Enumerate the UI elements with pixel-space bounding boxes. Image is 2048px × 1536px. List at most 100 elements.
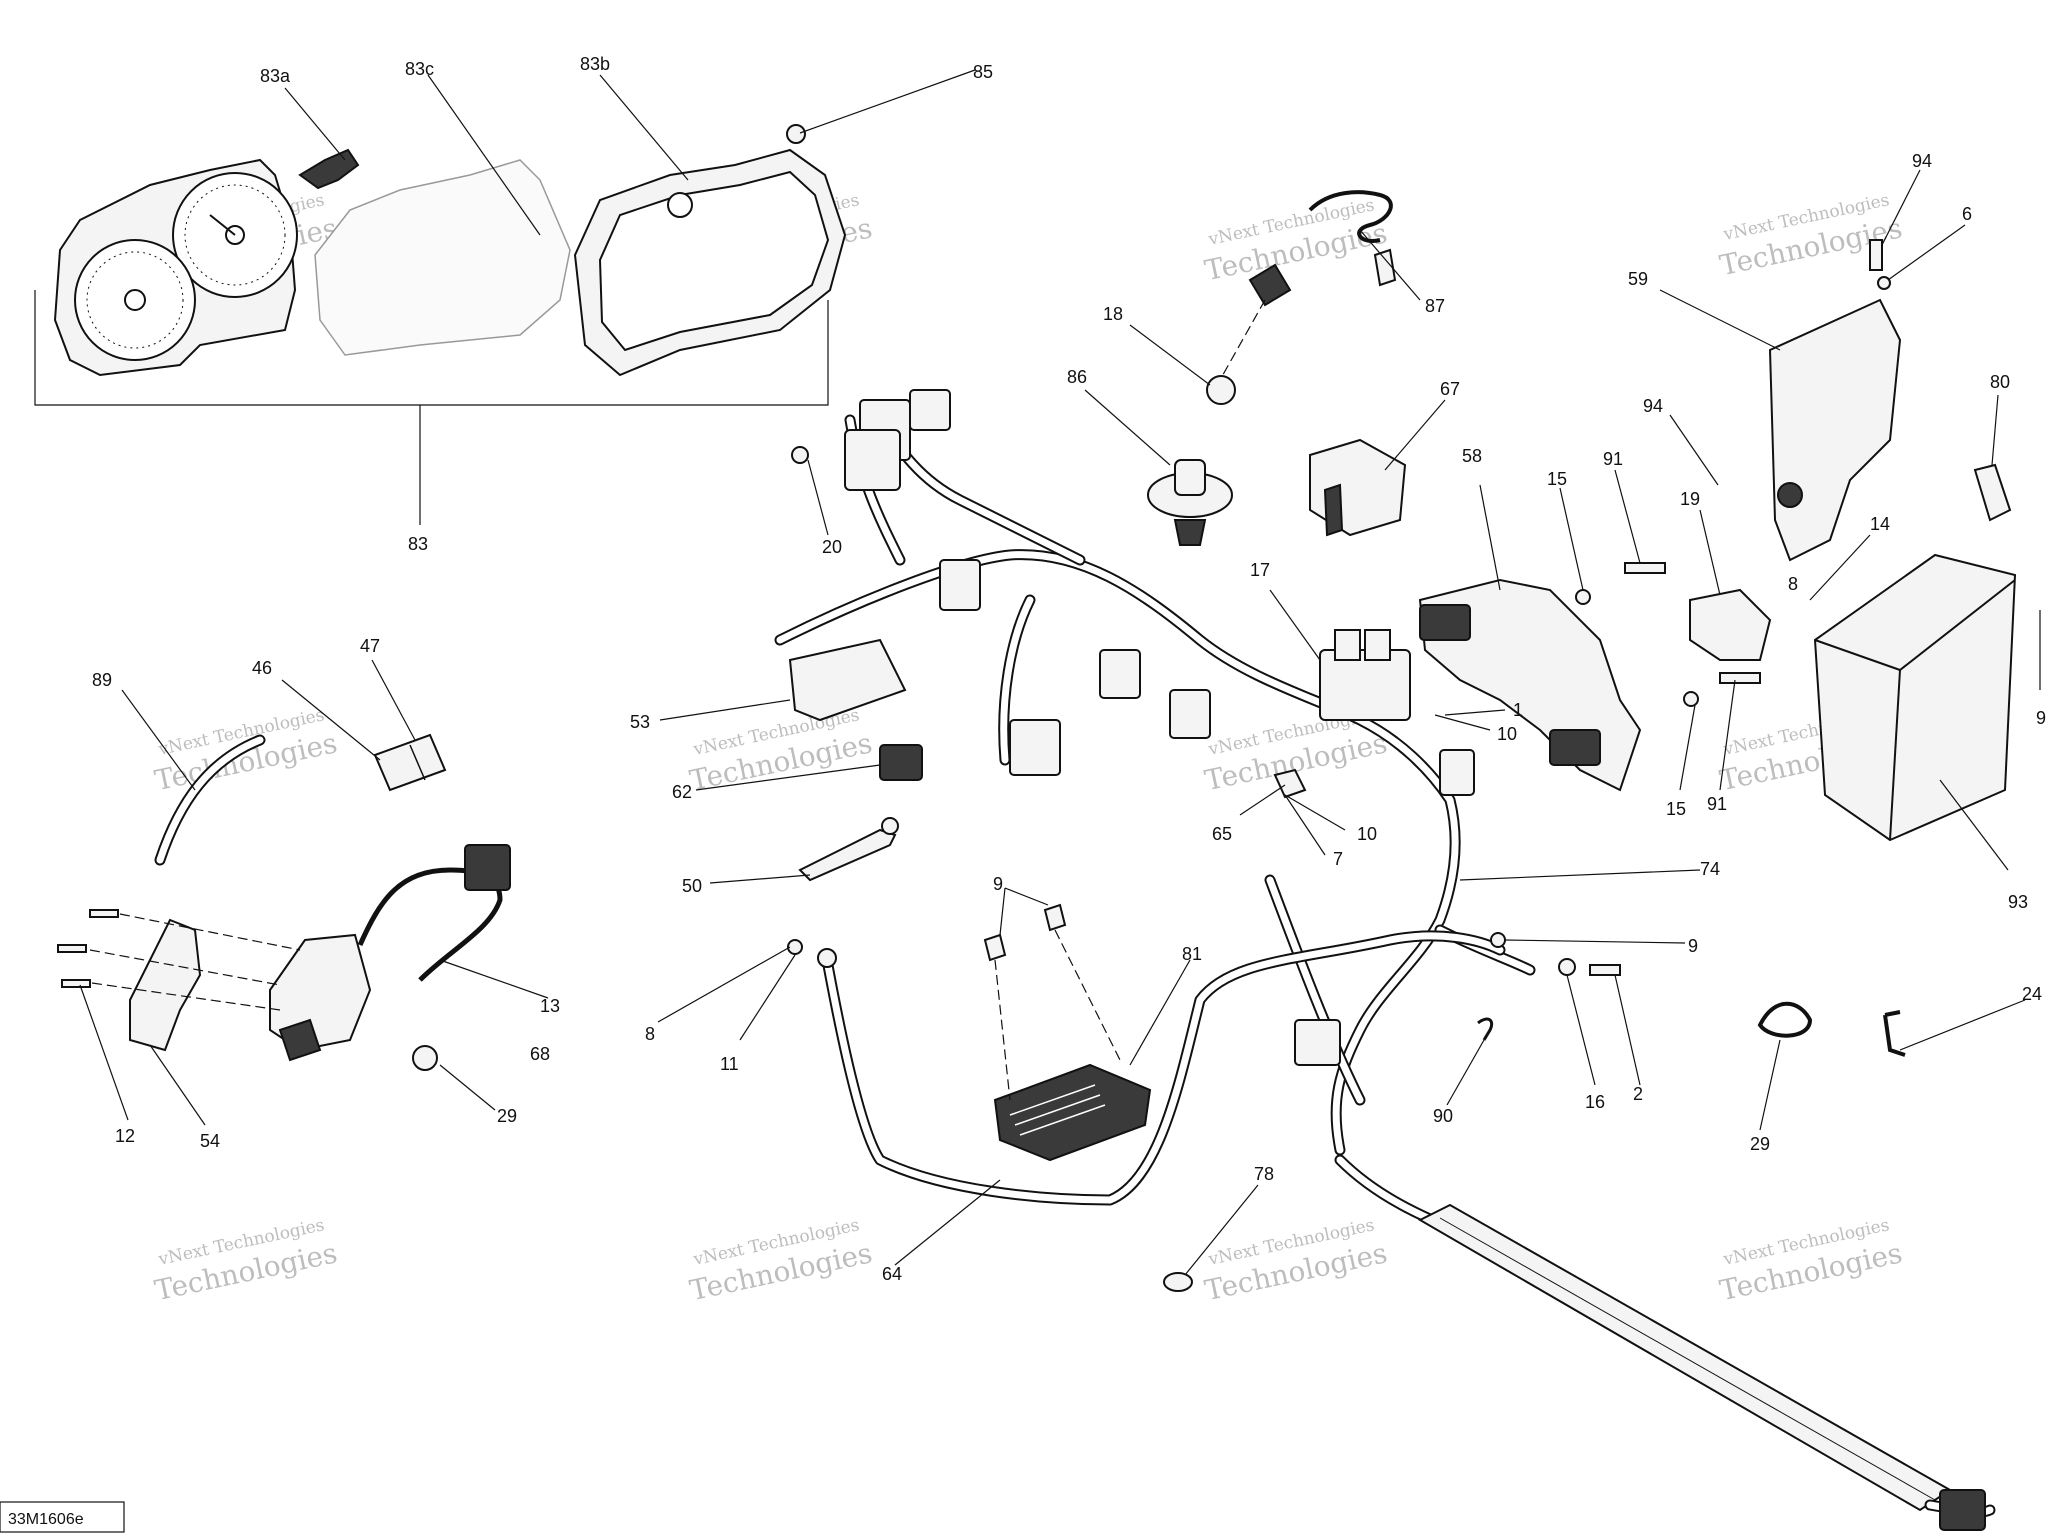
label-9a: 9 — [993, 874, 1003, 894]
label-64: 64 — [882, 1264, 902, 1284]
ground-cable-50-part — [798, 817, 899, 882]
watermark-6: vNext Technologies Technologies — [687, 705, 875, 797]
label-10b: 10 — [1357, 824, 1377, 844]
label-47: 47 — [360, 636, 380, 656]
label-91a: 91 — [1603, 449, 1623, 469]
connector-80-part — [1973, 463, 2012, 522]
clamp-29-right-part — [1757, 1001, 1813, 1038]
label-15a: 15 — [1547, 469, 1567, 489]
label-1: 1 — [1513, 700, 1523, 720]
label-18: 18 — [1103, 304, 1123, 324]
label-14: 14 — [1870, 514, 1890, 534]
grommet-85-part — [786, 124, 806, 144]
cluster-connector-part — [298, 148, 360, 190]
fasteners-2-16-part — [787, 932, 1621, 976]
label-9b: 9 — [1688, 936, 1698, 956]
label-89: 89 — [92, 670, 112, 690]
label-67: 67 — [1440, 379, 1460, 399]
label-83: 83 — [408, 534, 428, 554]
label-46: 46 — [252, 658, 272, 678]
diagram-code: 33M1606e — [8, 1511, 84, 1528]
battery-cable-64-part — [817, 930, 1506, 1206]
watermark-3: vNext Technologies Technologies — [1202, 195, 1390, 287]
label-53: 53 — [630, 712, 650, 732]
watermark-9: vNext Technologies Technologies — [152, 1215, 340, 1307]
bracket-58-part — [1418, 578, 1642, 792]
label-16: 16 — [1585, 1092, 1605, 1112]
switch-68-part — [269, 844, 511, 1062]
label-54: 54 — [200, 1131, 220, 1151]
label-80: 80 — [1990, 372, 2010, 392]
label-8a: 8 — [1788, 574, 1798, 594]
label-81: 81 — [1182, 944, 1202, 964]
sensor-65-part — [1273, 768, 1307, 799]
cluster-lens-part — [314, 159, 571, 356]
label-24: 24 — [2022, 984, 2042, 1004]
label-17: 17 — [1250, 560, 1270, 580]
label-29b: 29 — [497, 1106, 517, 1126]
label-83a: 83a — [260, 66, 291, 86]
watermark-12: vNext Technologies Technologies — [1717, 1215, 1905, 1307]
screws-12-part — [57, 909, 301, 1011]
switch-housing-54-part — [129, 918, 202, 1052]
bracket-59-part — [1768, 239, 1902, 562]
label-90: 90 — [1433, 1106, 1453, 1126]
label-10a: 10 — [1497, 724, 1517, 744]
bracket-24-part — [1883, 1010, 1906, 1057]
clip-20-part — [791, 446, 809, 464]
callout-labels: 83a 83c 83b 85 83 87 18 86 67 20 94 6 59… — [92, 54, 2046, 1284]
label-20: 20 — [822, 537, 842, 557]
label-8b: 8 — [645, 1024, 655, 1044]
tag-78-part — [1163, 1272, 1193, 1292]
main-harness-part — [774, 399, 1536, 1156]
label-9c: 9 — [2036, 708, 2046, 728]
label-91b: 91 — [1707, 794, 1727, 814]
label-74: 74 — [1700, 859, 1720, 879]
label-68: 68 — [530, 1044, 550, 1064]
label-50: 50 — [682, 876, 702, 896]
label-94b: 94 — [1643, 396, 1663, 416]
cluster-body-part — [53, 158, 298, 377]
label-59: 59 — [1628, 269, 1648, 289]
label-13: 13 — [540, 996, 560, 1016]
label-86: 86 — [1067, 367, 1087, 387]
label-15b: 15 — [1666, 799, 1686, 819]
grommet-18-part — [1206, 375, 1236, 405]
label-19: 19 — [1680, 489, 1700, 509]
group-83-bracket — [34, 290, 829, 406]
label-12: 12 — [115, 1126, 135, 1146]
label-11: 11 — [720, 1054, 739, 1074]
watermark-10: vNext Technologies Technologies — [687, 1215, 875, 1307]
nuts-9-part — [983, 903, 1121, 1101]
fasteners-15-91-part — [1575, 562, 1761, 707]
label-58: 58 — [1462, 446, 1482, 466]
coil-cable-87-part — [1219, 190, 1397, 381]
sub-harness-53-part — [788, 389, 951, 722]
label-62: 62 — [672, 782, 692, 802]
clip-90-part — [1477, 1017, 1494, 1041]
leader-lines — [79, 69, 2041, 1276]
module-81-part — [993, 1063, 1152, 1162]
relay-67-part — [1309, 438, 1407, 537]
instrument-cluster-group — [34, 124, 847, 406]
label-87: 87 — [1425, 296, 1445, 316]
battery-93-part — [1813, 553, 2017, 842]
connector-62-part — [879, 744, 923, 781]
switch-86-part — [1147, 459, 1233, 546]
relay-19-part — [1689, 588, 1772, 661]
label-94a: 94 — [1912, 151, 1932, 171]
label-78: 78 — [1254, 1164, 1274, 1184]
label-65: 65 — [1212, 824, 1232, 844]
clamp-29-left-part — [412, 1045, 438, 1071]
label-7: 7 — [1333, 849, 1343, 869]
label-83b: 83b — [580, 54, 610, 74]
boot-46-47-part — [373, 733, 447, 792]
label-93: 93 — [2008, 892, 2028, 912]
cluster-bezel-part — [573, 148, 847, 377]
label-2: 2 — [1633, 1084, 1643, 1104]
label-6: 6 — [1962, 204, 1972, 224]
watermark-11: vNext Technologies Technologies — [1202, 1215, 1390, 1307]
label-29a: 29 — [1750, 1134, 1770, 1154]
hose-89-part — [154, 734, 266, 866]
